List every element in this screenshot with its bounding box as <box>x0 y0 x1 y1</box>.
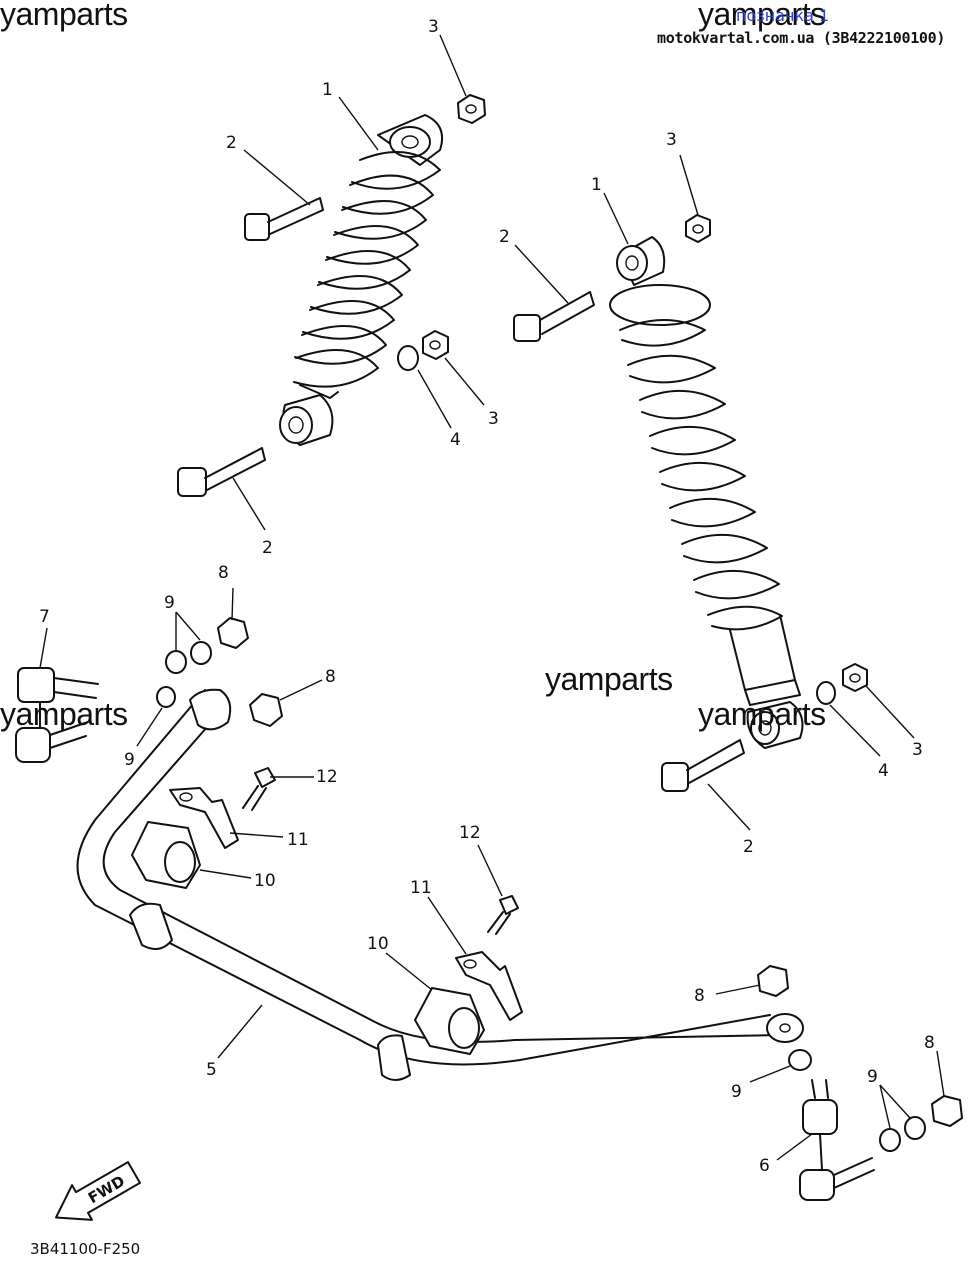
right-link-washers <box>788 1049 926 1152</box>
leader-lines <box>39 34 945 1161</box>
right-shock-absorber <box>609 236 804 749</box>
watermark-middle: yamparts <box>545 661 673 697</box>
stabilizer-bar <box>76 688 804 1081</box>
callout-5: 5 <box>206 1060 217 1080</box>
left-link-nuts <box>217 617 283 727</box>
left-shock-absorber <box>279 114 444 446</box>
mark-link[interactable]: позначка 1 <box>736 6 830 25</box>
left-bracket <box>169 787 239 849</box>
callout-6: 6 <box>759 1156 770 1176</box>
callout-4-left: 4 <box>450 430 461 450</box>
left-link-washers <box>156 641 212 708</box>
callout-1-right: 1 <box>591 175 602 195</box>
watermark-top-left: yamparts <box>0 0 128 32</box>
callout-8-right-bottom: 8 <box>924 1033 935 1053</box>
callout-8-left-mid: 8 <box>325 667 336 687</box>
callout-2-left-upper: 2 <box>226 133 237 153</box>
watermark-right: yamparts <box>698 696 826 732</box>
right-upper-bolt <box>513 291 595 342</box>
callout-11-left: 11 <box>287 830 309 850</box>
callout-12-left: 12 <box>316 767 338 787</box>
fwd-arrow: FWD <box>55 1161 141 1221</box>
right-bushing <box>414 987 485 1055</box>
left-upper-bolt <box>244 197 324 241</box>
callout-numbers: 1 2 3 3 4 2 1 2 3 3 4 2 8 9 7 8 9 12 11 … <box>39 17 935 1176</box>
right-bracket-bolt <box>487 895 519 935</box>
watermark-left: yamparts <box>0 696 128 732</box>
right-lower-bolt <box>661 739 745 792</box>
callout-9-left-top: 9 <box>164 593 175 613</box>
right-stabilizer-link <box>799 1079 875 1201</box>
callout-8-right-mid: 8 <box>694 986 705 1006</box>
watermark-top-right: yamparts <box>698 0 826 32</box>
callout-10-right: 10 <box>367 934 389 954</box>
callout-7: 7 <box>39 607 50 627</box>
callout-9-right-mid: 9 <box>731 1082 742 1102</box>
callout-11-right: 11 <box>410 878 432 898</box>
left-upper-nut <box>457 94 486 124</box>
callout-12-right: 12 <box>459 823 481 843</box>
diagram-code: 3B41100-F250 <box>30 1240 141 1258</box>
right-bracket <box>455 951 523 1021</box>
left-lower-bolt <box>177 447 266 497</box>
left-bracket-bolt <box>242 767 276 811</box>
left-bushing <box>131 821 201 889</box>
callout-2-right-upper: 2 <box>499 227 510 247</box>
callout-4-right: 4 <box>878 761 889 781</box>
callout-3-left-upper: 3 <box>428 17 439 37</box>
callout-8-left-top: 8 <box>218 563 229 583</box>
callout-3-right-lower: 3 <box>912 740 923 760</box>
callout-2-right-lower: 2 <box>743 837 754 857</box>
callout-9-right-bottom: 9 <box>867 1067 878 1087</box>
right-lower-washer-nut <box>816 663 868 705</box>
right-link-nuts <box>757 965 963 1127</box>
callout-3-right-upper: 3 <box>666 130 677 150</box>
left-lower-washer-nut <box>397 330 449 371</box>
left-stabilizer-link <box>15 667 99 763</box>
callout-1-left: 1 <box>322 80 333 100</box>
callout-9-left-mid: 9 <box>124 750 135 770</box>
callout-2-left-lower: 2 <box>262 538 273 558</box>
source-label: motokvartal.com.ua (3B4222100100) <box>657 29 946 47</box>
callout-10-left: 10 <box>254 871 276 891</box>
callout-3-left-lower: 3 <box>488 409 499 429</box>
right-upper-nut <box>685 214 711 243</box>
